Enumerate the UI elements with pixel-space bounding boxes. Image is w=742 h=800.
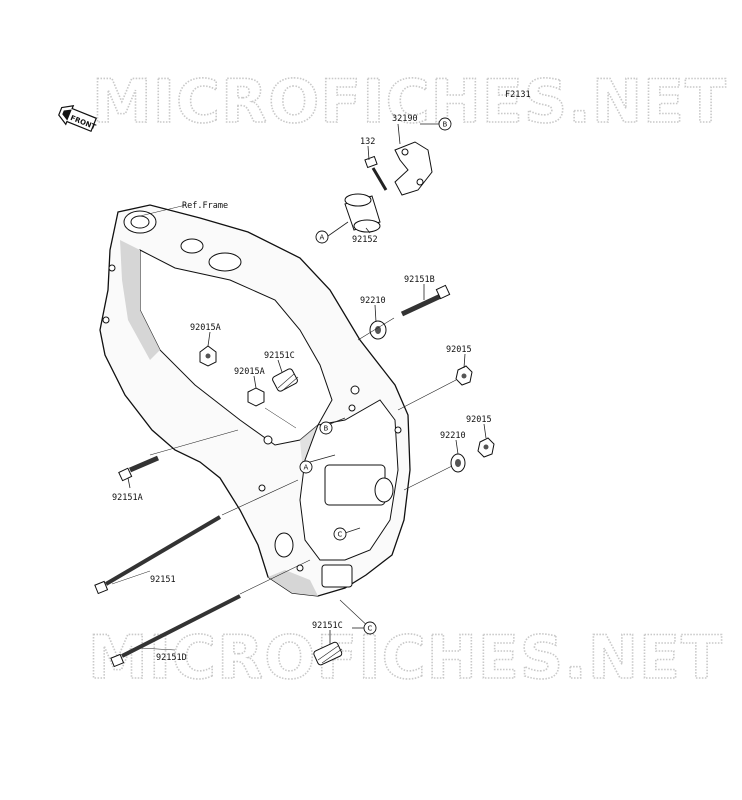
label-ref-frame: Ref.Frame [182,201,228,211]
long-bolt-92151 [94,515,222,595]
bolt-92151C-top [272,368,299,392]
ref-a-top-label: A [320,234,325,242]
diagram-code: F2131 [505,90,531,100]
bolt-92151A [118,455,159,482]
ref-c-bottom-label: C [368,625,373,633]
ref-a-mid-label: A [304,464,309,472]
label-92210-top: 92210 [360,296,386,306]
label-132: 132 [360,137,375,147]
bracket-32190 [394,141,433,196]
collar-92210-top [369,320,387,340]
label-92152: 92152 [352,235,378,245]
ref-circle-b-top: B [438,117,452,131]
ref-c-mid-label: C [338,531,343,539]
ref-circle-a-mid: A [299,460,313,474]
nut-92015A-2 [247,387,265,407]
watermark-top: MICROFICHES.NET [92,67,727,137]
label-92151A: 92151A [112,493,143,503]
watermark-bottom: MICROFICHES.NET [88,623,723,693]
ref-circle-c-bottom: C [363,621,377,635]
label-92015A-2: 92015A [234,367,265,377]
label-92015-1: 92015 [446,345,472,355]
label-92151B: 92151B [404,275,435,285]
label-92151: 92151 [150,575,176,585]
ref-circle-b-mid: B [319,421,333,435]
nut-92015-1 [455,365,473,386]
label-92151C-top: 92151C [264,351,295,361]
damper-92152 [344,193,381,233]
collar-92210-mid [450,453,466,473]
long-bolt-92151D [110,594,241,668]
front-arrow-icon: FRONT [58,104,97,133]
label-92151D: 92151D [156,653,187,663]
nut-92015-2 [477,437,495,458]
bolt-92151C-bottom [313,641,343,666]
bolt-132 [364,155,388,191]
ref-circle-c-mid: C [333,527,347,541]
ref-circle-a-top: A [315,230,329,244]
ref-b-mid-label: B [324,425,329,433]
leader-lines [111,123,487,651]
label-32190: 32190 [392,114,418,124]
ref-b-top-label: B [443,121,448,129]
bolt-92151B [400,284,451,317]
label-92015-2: 92015 [466,415,492,425]
label-92015A-1: 92015A [190,323,221,333]
nut-92015A-1 [199,345,217,367]
label-92210-mid: 92210 [440,431,466,441]
label-92151C-bottom: 92151C [312,621,343,631]
